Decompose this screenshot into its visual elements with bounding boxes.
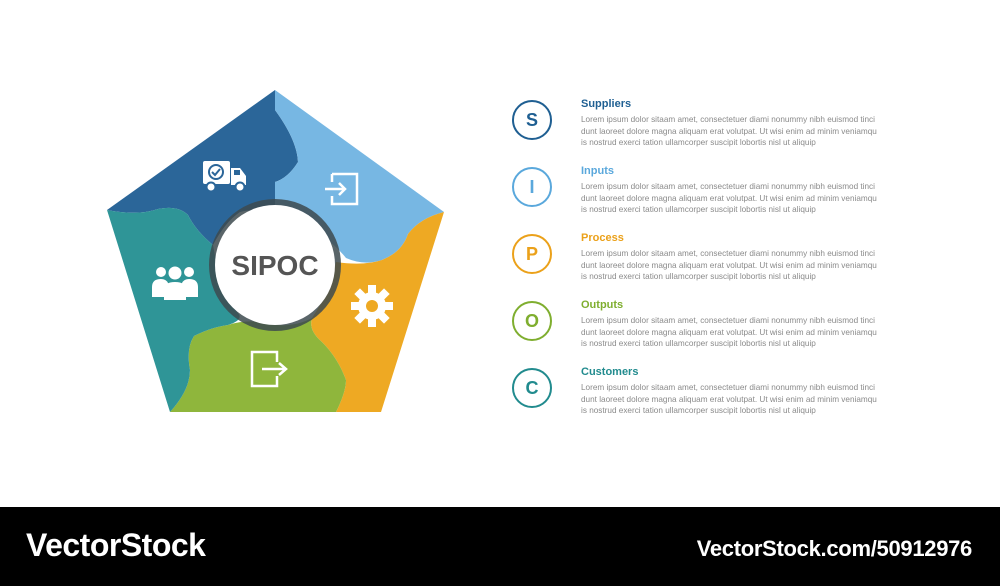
legend-description: Lorem ipsum dolor sitaam amet, consectet… [581, 114, 891, 149]
pentagon-chart: SIPOC [107, 90, 444, 412]
letter-circle: O [512, 301, 552, 341]
description-line: Lorem ipsum dolor sitaam amet, consectet… [581, 249, 875, 258]
description-line: dunt laoreet dolore magna aliquam erat v… [581, 126, 877, 136]
footer-bar: VectorStock VectorStock.com/50912976 [0, 507, 1000, 586]
logout-icon [250, 350, 288, 388]
legend-title: Outputs [581, 299, 624, 311]
letter-circle: S [512, 100, 552, 140]
truck-icon [203, 161, 246, 193]
legend-description: Lorem ipsum dolor sitaam amet, consectet… [581, 248, 891, 283]
letter-circle: P [512, 234, 552, 274]
legend-title: Suppliers [581, 98, 632, 110]
description-line: is nostrud exerci tation ullamcorper sus… [581, 138, 816, 148]
sipoc-diagram: SIPOC [107, 90, 444, 412]
description-line: Lorem ipsum dolor sitaam amet, consectet… [581, 316, 875, 325]
legend-description: Lorem ipsum dolor sitaam amet, consectet… [581, 315, 891, 350]
center-label: SIPOC [231, 250, 318, 281]
description-line: is nostrud exerci tation ullamcorper sus… [581, 406, 816, 416]
description-line: Lorem ipsum dolor sitaam amet, consectet… [581, 383, 875, 392]
people-icon [152, 266, 198, 300]
segment-outputs [170, 318, 381, 412]
letter-circle: I [512, 167, 552, 207]
legend-description: Lorem ipsum dolor sitaam amet, consectet… [581, 382, 891, 417]
center-circle [215, 205, 335, 325]
image-reference: VectorStock.com/50912976 [696, 536, 973, 561]
legend-title: Inputs [581, 165, 614, 177]
description-line: Lorem ipsum dolor sitaam amet, consectet… [581, 115, 875, 124]
description-line: dunt laoreet dolore magna aliquam erat v… [581, 327, 877, 337]
legend-title: Process [581, 232, 624, 244]
legend-description: Lorem ipsum dolor sitaam amet, consectet… [581, 181, 891, 216]
description-line: dunt laoreet dolore magna aliquam erat v… [581, 193, 877, 203]
legend-title: Customers [581, 366, 639, 378]
brand-logo: VectorStock [26, 527, 206, 563]
description-line: dunt laoreet dolore magna aliquam erat v… [581, 394, 877, 404]
description-line: is nostrud exerci tation ullamcorper sus… [581, 205, 816, 215]
login-icon [325, 172, 359, 206]
description-line: is nostrud exerci tation ullamcorper sus… [581, 339, 816, 349]
gear-icon [351, 285, 393, 327]
letter-circle: C [512, 368, 552, 408]
description-line: is nostrud exerci tation ullamcorper sus… [581, 272, 816, 282]
segment-customers [107, 207, 240, 412]
description-line: dunt laoreet dolore magna aliquam erat v… [581, 260, 877, 270]
description-line: Lorem ipsum dolor sitaam amet, consectet… [581, 182, 875, 191]
